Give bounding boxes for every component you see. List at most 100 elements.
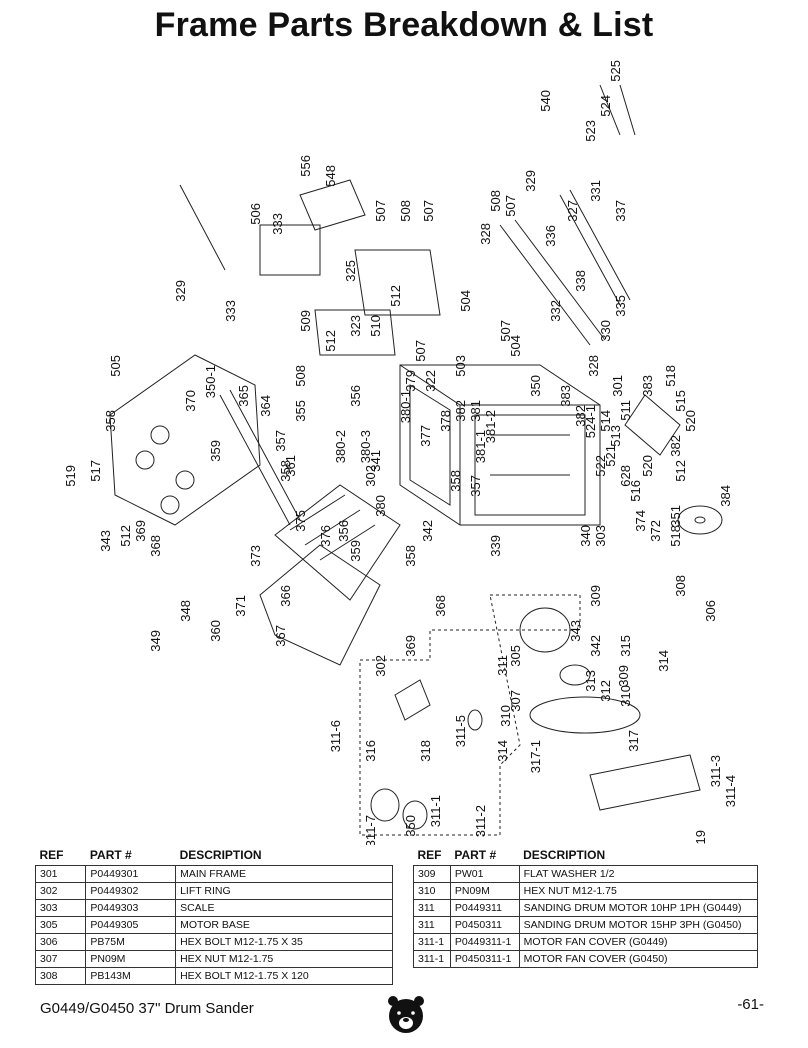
callout-label: 375 [293,510,308,532]
callout-label: 507 [498,320,513,342]
callout-label: 343 [98,530,113,552]
callout-label: 350 [528,375,543,397]
callout-label: 524-1 [583,405,598,438]
callout-label: 306 [703,600,718,622]
cell-ref: 301 [34,865,87,883]
top-cover-drawing [179,179,441,356]
page-title: Frame Parts Breakdown & List [154,6,654,44]
cell-ref: 308 [34,967,87,985]
callout-label: 359 [208,440,223,462]
callout-label: 329 [523,170,538,192]
cell-desc: SANDING DRUM MOTOR 15HP 3PH (G0450) [518,916,759,934]
callout-label: 313 [583,670,598,692]
callout-label: 320 [20,55,23,77]
cell-part: P0450311-1 [449,950,520,968]
callout-label: 331 [588,180,603,202]
callout-label: 339 [488,535,503,557]
callout-label: 341 [368,450,383,472]
cell-desc: HEX NUT M12-1.75 [518,882,759,900]
callout-label: 377 [418,425,433,447]
part-header: PART # [454,848,497,862]
callout-label: 311-4 [723,775,738,807]
callout-label: 380-2 [333,430,348,463]
callout-label: 381 [468,400,483,422]
callout-label: 358 [103,410,118,432]
callout-label: 515 [673,390,688,412]
cell-part: PB143M [85,967,177,985]
cell-ref: 305 [34,916,87,934]
callout-label: 508 [398,200,413,222]
callout-label: 380-1 [398,390,413,423]
callout-label: 301 [610,375,625,397]
cell-ref: 309 [413,865,451,883]
callout-label: 512 [323,330,338,352]
callout-label: 520 [683,410,698,432]
callout-label: 360 [208,620,223,642]
callout-label: 373 [248,545,263,567]
callout-label: 548 [323,165,338,187]
cell-part: P0449303 [85,899,177,917]
callout-label: 518 [668,525,683,547]
callout-label: 507 [421,200,436,222]
part-header: PART # [89,848,132,862]
cell-part: P0449311-1 [449,933,520,951]
cell-desc: MOTOR BASE [175,916,393,934]
callout-label: 311-6 [328,720,343,752]
cell-part: P0449305 [85,916,177,934]
cell-part: P0449311 [449,899,520,917]
callout-label: 383 [640,375,655,397]
callout-label: 507 [503,195,518,217]
description-header: DESCRIPTION [179,848,262,862]
callout-label: 366 [278,585,293,607]
callout-label: 340 [578,525,593,547]
callout-label: 314 [656,650,671,672]
callout-label: 368 [433,595,448,617]
callout-label: 512 [118,525,133,547]
cell-part: PW01 [449,865,520,883]
page-number: -61- [737,996,764,1013]
callout-label: 369 [133,520,148,542]
cell-ref: 311-1 [413,950,451,968]
callout-label: 327 [565,200,580,222]
callout-label: 507 [373,200,388,222]
cell-desc: MOTOR FAN COVER (G0450) [518,950,759,968]
callout-label: 518 [663,365,678,387]
callout-label: 511 [618,400,633,421]
callout-label: 523 [583,120,598,142]
callout-label: 506 [248,203,263,225]
callout-label: 357 [273,430,288,452]
callout-label: 302 [363,465,378,487]
callout-label: 522 [593,455,608,477]
cell-part: PN09M [449,882,520,900]
cell-part: PN09M [85,950,177,968]
callout-label: 517 [88,460,103,482]
callout-label: 318 [418,740,433,762]
callout-label: 323 [348,315,363,337]
rails-drawing [499,84,636,346]
callout-label: 311 [495,655,510,676]
callout-label: 380-3 [358,430,373,463]
callout-label: 317 [626,730,641,752]
callout-label: 349 [148,630,163,652]
cell-desc: FLAT WASHER 1/2 [518,865,759,883]
motor-assembly-drawing [359,594,701,836]
callout-label: 328 [586,355,601,377]
callout-label: 382 [453,400,468,422]
callout-label: 503 [453,355,468,377]
callout-label: 371 [233,595,248,617]
callout-label: 351 [668,505,683,527]
cell-ref: 303 [34,899,87,917]
callout-label: 307 [508,690,523,712]
callout-label: 540 [538,90,553,112]
callout-label: 309 [588,585,603,607]
callout-label: 329 [173,280,188,302]
callout-label: 383 [558,385,573,407]
callout-label: 524 [598,95,613,117]
callout-label: 361 [283,455,298,477]
callout-label: 509 [298,310,313,332]
callout-label: 338 [573,270,588,292]
callout-label: 384 [718,485,733,507]
